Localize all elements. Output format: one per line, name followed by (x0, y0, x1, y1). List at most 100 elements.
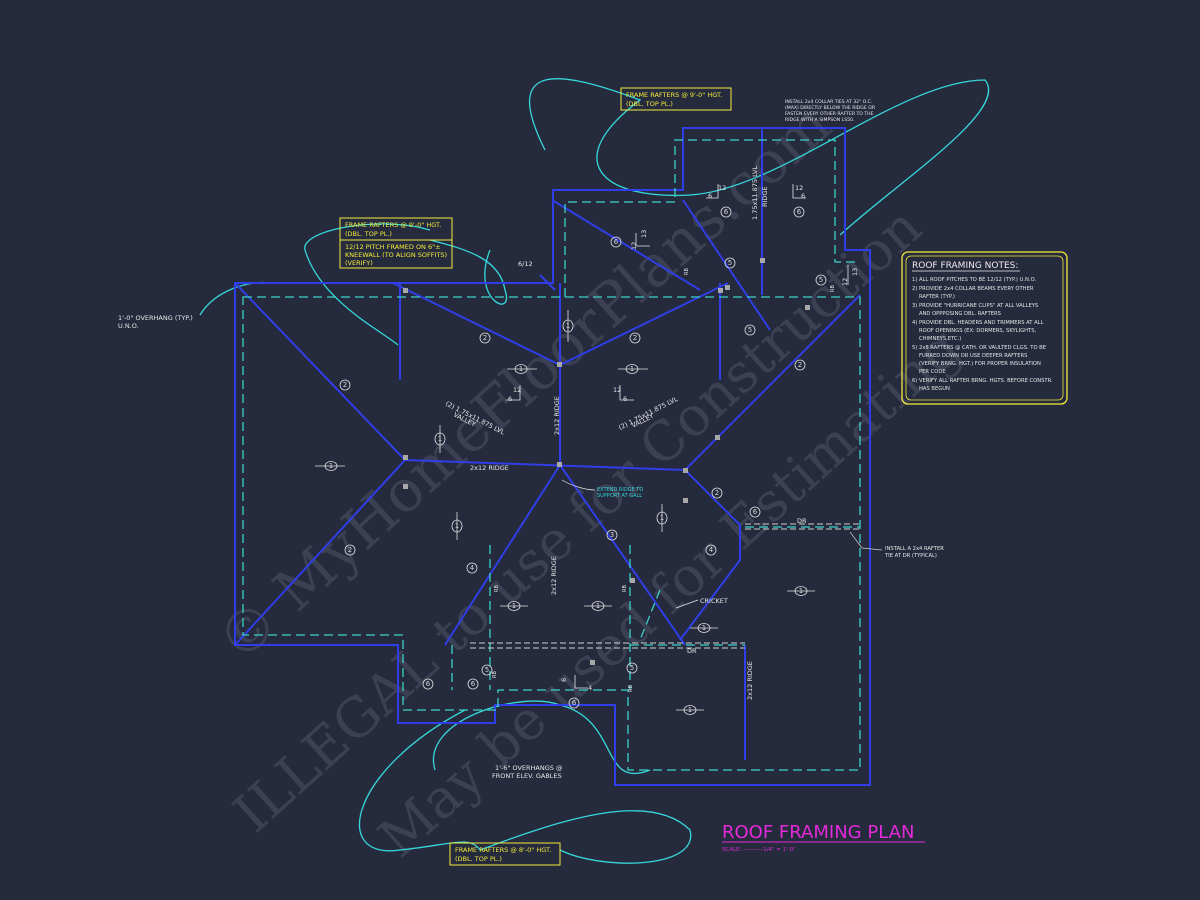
dir-1-i: 1 (596, 602, 600, 610)
direction-numbers: 1 1 1 1 1 1 1 1 1 1 1 1 (329, 322, 803, 714)
note-8: CHIMNEYS,ETC.) (919, 336, 961, 342)
drawing-title: ROOF FRAMING PLAN (722, 822, 914, 843)
lvl-ridge-2: RIDGE (761, 186, 769, 207)
pitch-6-a: 6 (508, 395, 512, 403)
note-4: 3) PROVIDE "HURRICANE CLIPS" AT ALL VALL… (912, 303, 1038, 309)
marker-6-g: 6 (572, 699, 577, 707)
rb-label-5: RB (628, 685, 634, 692)
callout-bottom: FRAME RAFTERS @ 8'-0" HGT. (DBL. TOP PL.… (449, 842, 561, 866)
note-3: RAFTER (TYP.) (919, 294, 955, 300)
dir-1-j: 1 (799, 587, 803, 595)
circle-markers (339, 206, 827, 709)
pitch-4: 4 (588, 684, 592, 692)
overhang-typ-2: U.N.O. (118, 322, 139, 330)
marker-2-f: 2 (715, 489, 719, 497)
extend-ridge-2: SUPPORT AT GALL (597, 493, 642, 499)
marker-5-d: 5 (485, 666, 489, 674)
note-12: PER CODE (919, 369, 946, 375)
dir-1-k: 1 (702, 624, 706, 632)
marker-5-e: 5 (630, 664, 634, 672)
pitch-symbols (506, 184, 849, 689)
pitch-6-c: 6 (708, 192, 712, 200)
note-1: 1) ALL ROOF PITCHES TO BE 12/12 (TYP.) U… (912, 277, 1036, 283)
marker-6-f: 6 (471, 680, 476, 688)
drawing-scale: SCALE: ----------1/4" = 1'-0" (722, 847, 796, 853)
pitch-13: 13 (640, 230, 648, 238)
marker-6-e: 6 (426, 680, 431, 688)
callout-bottom-line2: (DBL. TOP PL.) (455, 855, 502, 863)
callout-kneewall-line3: (VERIFY) (345, 259, 373, 267)
roof-framing-notes: ROOF FRAMING NOTES: 1) ALL ROOF PITCHES … (901, 251, 1068, 405)
collar-ties-3: FASTEN EVERY OTHER RAFTER TO THE (785, 111, 874, 117)
pitch-numbers: 12 6 12 6 12 6 12 6 13 12 13 12 4 6 (508, 184, 859, 692)
rb-label-6: RB (492, 671, 498, 678)
pitch-12-d: 12 (795, 184, 803, 192)
marker-5-a: 5 (728, 259, 732, 267)
nodes (403, 258, 810, 665)
note-11: (VERIFY BRNG. HGT.) FOR PROPER INSULATIO… (919, 361, 1041, 367)
ridge-vertical-2: 2x12 RIDGE (550, 556, 558, 595)
callout-top-line1: FRAME RAFTERS @ 9'-0" HGT. (626, 91, 722, 99)
note-9: 5) 2x8 RAFTERS @ CATH. OR VAULTED CLGS. … (912, 345, 1046, 351)
marker-6-a: 6 (614, 238, 619, 246)
ridge-vertical-3: 2x12 RIDGE (746, 661, 754, 700)
pitch-6-e: 6 (560, 678, 568, 682)
pitch-12-a: 12 (513, 386, 521, 394)
dr-label-1: DR (797, 517, 807, 525)
marker-4-a: 4 (470, 564, 475, 572)
note-7: ROOF OPENINGS (EX: DORMERS, SKYLIGHTS, (919, 328, 1037, 334)
dir-1-h: 1 (512, 602, 516, 610)
note-10: FURRED DOWN OR USE DEEPER RAFTERS (919, 353, 1027, 359)
rafter-tie-2: TIE AT DR (TYPICAL) (884, 553, 937, 559)
marker-2-a: 2 (483, 334, 487, 342)
title-block: ROOF FRAMING PLAN SCALE: ----------1/4" … (722, 822, 925, 853)
callout-left-line1: FRAME RAFTERS @ 9'-0" HGT. (345, 221, 441, 229)
dir-1-g: 1 (660, 514, 664, 522)
direction-markers (315, 310, 815, 715)
rb-label-3: RB (494, 585, 500, 592)
marker-5-b: 5 (819, 276, 823, 284)
pitch-12-b: 12 (613, 386, 621, 394)
pitch-6-12: 6/12 (518, 260, 533, 268)
collar-ties-1: INSTALL 2x4 COLLAR TIES AT 32" O.C. (785, 99, 872, 105)
marker-2-c: 2 (343, 381, 347, 389)
overhang-typ-1: 1'-0" OVERHANG (TYP.) (118, 314, 193, 322)
dir-1-b: 1 (438, 435, 442, 443)
note-13: 6) VERIFY ALL RAFTER BRNG. HGTS. BEFORE … (912, 378, 1053, 384)
dr-ties (470, 523, 860, 649)
notes-heading: ROOF FRAMING NOTES: (912, 261, 1018, 271)
marker-6-d: 6 (753, 508, 758, 516)
marker-6-b: 6 (797, 208, 802, 216)
pitch-12-f: 12 (841, 278, 849, 286)
pitch-6-b: 6 (623, 395, 627, 403)
marker-4-b: 4 (709, 546, 714, 554)
callout-kneewall-line2: KNEEWALL (TO ALIGN SOFFITS) (345, 251, 447, 259)
callout-bottom-line1: FRAME RAFTERS @ 8'-0" HGT. (455, 846, 551, 854)
ridge-main-label: 2x12 RIDGE (470, 464, 509, 472)
pitch-12-e: 12 (630, 242, 638, 250)
overhang-front-1: 1'-6" OVERHANGS @ (495, 764, 563, 772)
pitch-12-c: 12 (718, 184, 726, 192)
dir-1-l: 1 (688, 706, 692, 714)
note-14: HAS BEGUN (919, 386, 950, 392)
marker-3: 3 (610, 531, 614, 539)
rb-label-2: RB (830, 285, 836, 292)
cricket-label: CRICKET (700, 597, 728, 605)
marker-2-d: 2 (798, 361, 802, 369)
callout-top: FRAME RAFTERS @ 9'-0" HGT. (DBL. TOP PL.… (620, 87, 732, 111)
collar-ties-2: (MAX) DIRECTLY BELOW THE RIDGE OR (785, 105, 876, 111)
lvl-ridge-1: 1.75x11.875 LVL (751, 166, 759, 220)
dir-1-f: 1 (455, 522, 459, 530)
rb-label-1: RB (684, 268, 690, 275)
callout-kneewall-line1: 12/12 PITCH FRAMED ON 6"± (345, 243, 441, 251)
circle-numbers: 2 2 2 2 2 2 4 4 3 5 5 5 5 5 6 6 6 6 6 6 … (343, 208, 823, 707)
marker-6-c: 6 (724, 208, 729, 216)
dir-1-e: 1 (519, 365, 523, 373)
dir-1-d: 1 (630, 365, 634, 373)
note-6: 4) PROVIDE DBL. HEADERS AND TRIMMERS AT … (912, 320, 1044, 326)
dr-label-2: DR (687, 647, 697, 655)
note-5: AND OPPPOSING DBL. RAFTERS (919, 311, 1001, 317)
rb-label-4: RB (622, 585, 628, 592)
